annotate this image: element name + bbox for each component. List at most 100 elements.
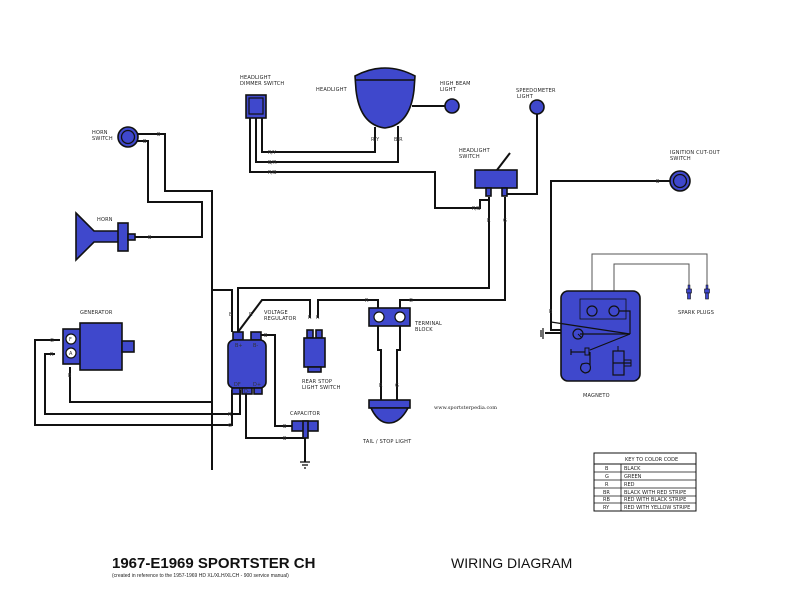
label-hs-2: SWITCH (459, 154, 480, 160)
wire-reg-cap (258, 334, 292, 427)
wire-gen-g (34, 339, 233, 426)
key-color: RED WITH BLACK STRIPE (624, 497, 686, 503)
hs-label-rb: R/B (472, 206, 481, 212)
wire-gen-b (69, 289, 233, 403)
key-color: RED WITH YELLOW STRIPE (624, 505, 690, 511)
headlight-dimmer-switch: HEADLIGHT DIMMER SWITCH (240, 75, 284, 119)
label-magneto: MAGNETO (583, 393, 610, 399)
key-code: RB (603, 497, 610, 503)
gen-label-r: R (50, 352, 54, 358)
gen-label-b: B (68, 373, 72, 379)
key-code: R (605, 482, 609, 488)
label-capacitor: CAPACITOR (290, 411, 320, 417)
reg-terminal-bminus: B- (253, 343, 258, 349)
label-tb-2: BLOCK (415, 327, 433, 333)
wire-gen-r (44, 353, 241, 415)
wire-label-br: B/R (268, 160, 277, 166)
wire-ry (261, 118, 376, 153)
wire-hs-r (237, 197, 490, 332)
headlight-switch: HEADLIGHT SWITCH (459, 148, 518, 197)
capacitor: CAPACITOR (290, 411, 320, 469)
key-color: BLACK WITH RED STRIPE (624, 490, 686, 496)
key-row: BR BLACK WITH RED STRIPE (603, 490, 686, 496)
rear-stop-light-switch: REAR STOP LIGHT SWITCH (302, 329, 341, 391)
stopsw-label-r2: R (316, 315, 320, 321)
color-key-table: KEY TO COLOR CODE B BLACK G GREEN R RED … (593, 452, 697, 512)
key-color: BLACK (624, 466, 641, 472)
wire-tb-tail-g (396, 325, 401, 402)
key-row: B BLACK (605, 466, 641, 472)
reg-terminal-bplus: B+ (235, 343, 243, 349)
reg-terminal-df: DF (234, 382, 241, 388)
high-beam-light: HIGH BEAM LIGHT (440, 81, 471, 114)
headlight: HEADLIGHT (316, 67, 416, 135)
ignition-cutout-switch: IGNITION CUT-OUT SWITCH (669, 150, 721, 192)
hs-label-r: R (487, 218, 491, 224)
label-hornsw-2: SWITCH (92, 136, 113, 142)
label-tail: TAIL / STOP LIGHT (362, 439, 412, 445)
key-row: RY RED WITH YELLOW STRIPE (603, 505, 690, 511)
reg-label-r: R (249, 312, 253, 318)
wire-rb (249, 118, 488, 209)
tb-label-r: R (365, 298, 369, 304)
tail-stop-light: TAIL / STOP LIGHT (362, 399, 412, 445)
voltage-regulator: B+ B- DF D+ D- VOLTAGE REGULATOR (227, 310, 296, 395)
key-row: R RED (605, 482, 635, 488)
key-row: G GREEN (605, 474, 642, 480)
generator: F A GENERATOR (62, 310, 135, 371)
diagram-title: 1967-E1969 SPORTSTER CH (112, 555, 315, 572)
label-highbeam-2: LIGHT (440, 87, 457, 93)
website-text: www.sportsterpedia.com (434, 405, 497, 411)
diagram-subtitle: (created in reference to the 1957-1969 H… (112, 573, 289, 579)
hornsw-label-b2: B (143, 139, 147, 145)
reg-label-b2: B (264, 333, 268, 339)
label-horn: HORN (97, 217, 113, 223)
gen-terminal-a: A (69, 351, 73, 357)
label-ign-1: IGNITION CUT-OUT (670, 150, 721, 156)
label-highbeam-1: HIGH BEAM (440, 81, 471, 87)
wire-reg-cap2 (245, 390, 305, 439)
horn-switch: HORN SWITCH (92, 126, 139, 148)
tail-label-g: G (395, 383, 399, 389)
reg-label-b: B (229, 312, 233, 318)
wire-labels: R/Y B/R R/B R/Y B/R R/B R G B B B B G R … (50, 132, 660, 442)
wire-plug-1 (591, 253, 708, 294)
label-speedo-1: SPEEDOMETER (516, 88, 556, 94)
magneto: MAGNETO (540, 290, 641, 399)
terminal-block: TERMINAL BLOCK (368, 307, 442, 333)
label-generator: GENERATOR (80, 310, 113, 316)
label-dimmer-2: DIMMER SWITCH (240, 81, 284, 87)
label-stopsw-2: LIGHT SWITCH (302, 385, 341, 391)
ign-label-b: B (656, 179, 660, 185)
mag-label-b: B (549, 309, 553, 315)
wire-hornsw-1 (137, 133, 213, 470)
wire-plug-2 (613, 263, 690, 294)
hornsw-label-b1: B (157, 132, 161, 138)
key-code: G (605, 474, 609, 480)
wires (34, 105, 708, 470)
stopsw-label-r1: R (308, 315, 312, 321)
key-color: RED (624, 482, 635, 488)
wire-speedo (505, 113, 538, 195)
hs-label-g: G (503, 218, 507, 224)
gen-label-g: G (50, 338, 54, 344)
wire-hornsw-2 (134, 140, 203, 238)
key-color: GREEN (624, 474, 642, 480)
wire-label-ry: R/Y (268, 150, 277, 156)
key-title: KEY TO COLOR CODE (625, 457, 678, 463)
reg-terminal-dplus: D+ (253, 382, 261, 388)
spark-plug-1 (686, 284, 692, 300)
wire-hs-g (405, 197, 506, 301)
key-code: B (605, 466, 609, 472)
wire-tb-tail-r (377, 325, 382, 402)
label-stopsw-1: REAR STOP (302, 379, 332, 385)
headlight-label-ry: R/Y (371, 137, 380, 143)
headlight-label-br: B/R (394, 137, 403, 143)
wire-reg-stopsw (237, 299, 311, 333)
horn: HORN (75, 211, 136, 262)
label-ign-2: SWITCH (670, 156, 691, 162)
wire-br (255, 118, 399, 163)
gen-terminal-f: F (69, 337, 72, 343)
reg-label-r2: R (228, 412, 232, 418)
wire-label-rb: R/B (268, 170, 277, 176)
